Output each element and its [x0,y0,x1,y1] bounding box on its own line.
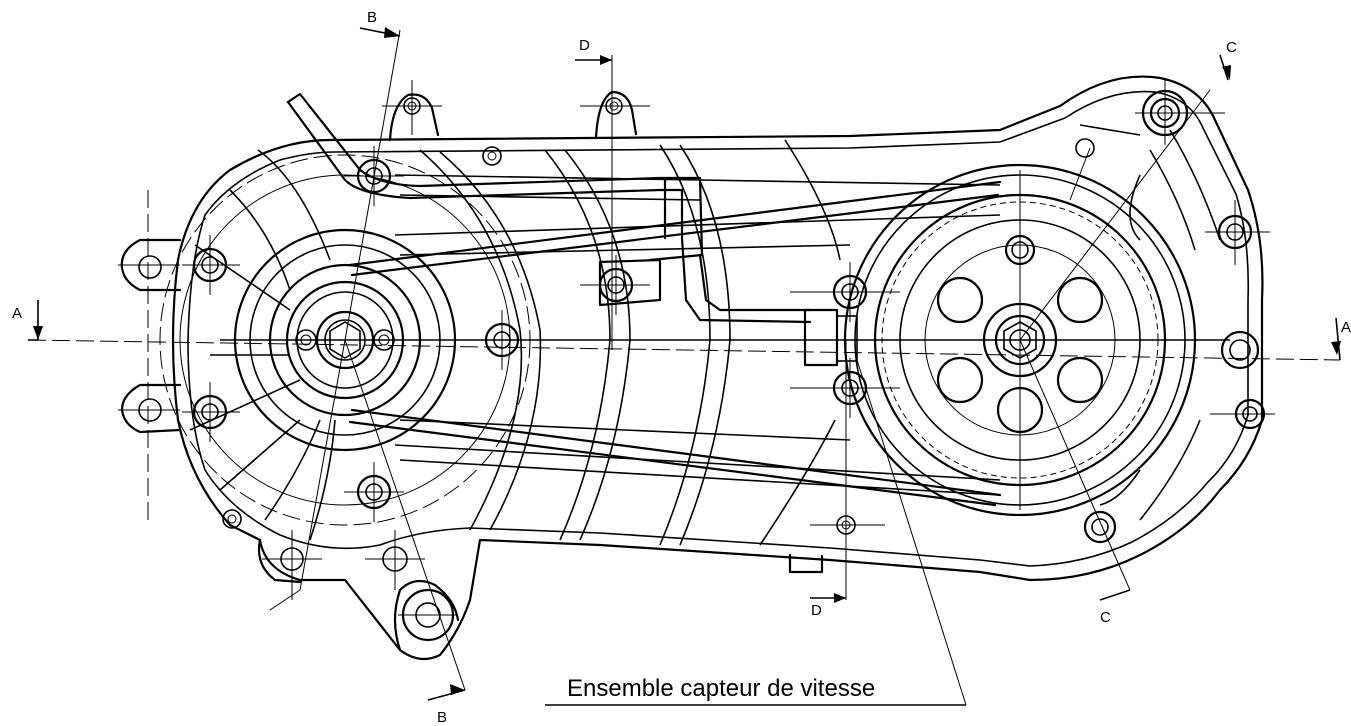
centerlines [27,29,1341,691]
section-b-bottom-label: B [437,709,447,726]
front-pulley [159,154,531,526]
section-c-top-label: C [1226,39,1237,56]
section-b-top-label: B [367,9,377,26]
section-d-top-label: D [579,37,590,54]
drive-belt [348,180,1002,507]
section-arrows [28,27,1341,701]
section-d-bottom-label: D [811,602,822,619]
section-a-right-label: A [1341,319,1351,336]
speed-sensor-caption: Ensemble capteur de vitesse [567,675,875,702]
section-a-left-label: A [12,305,22,322]
section-c-bottom-label: C [1100,609,1111,626]
speed-sensor-callout [545,359,967,706]
